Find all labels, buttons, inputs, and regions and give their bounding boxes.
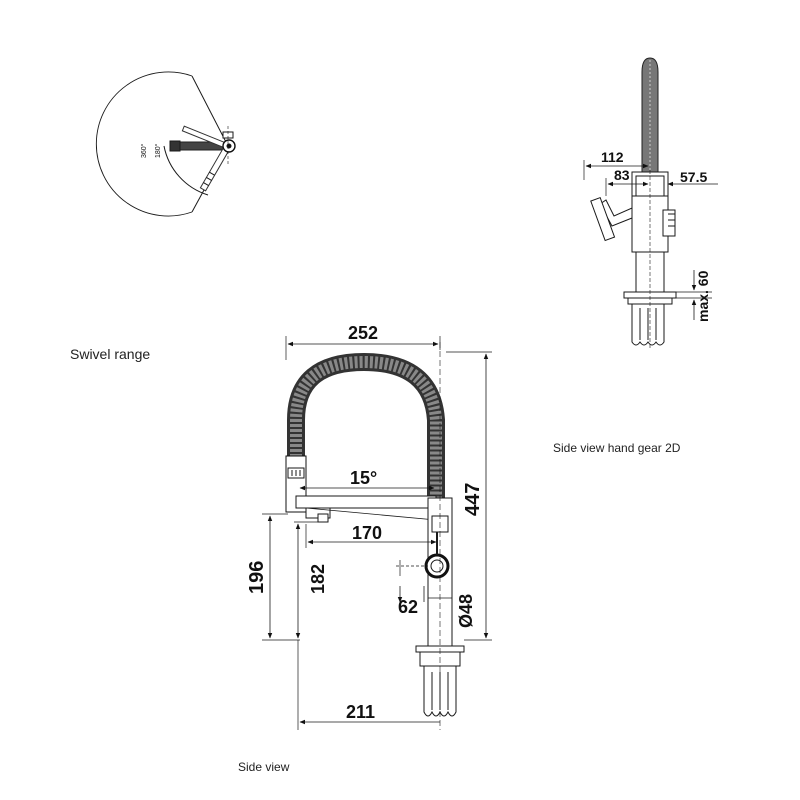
side-view-diagram bbox=[262, 336, 492, 730]
dim-diameter-48: Ø48 bbox=[456, 594, 476, 628]
dim-max-60: max. 60 bbox=[695, 270, 711, 322]
swivel-arc-180 bbox=[163, 145, 209, 196]
dim-15-degree: 15° bbox=[350, 468, 377, 488]
dim-112: 112 bbox=[601, 149, 624, 165]
dim-170: 170 bbox=[352, 523, 382, 543]
swivel-range-diagram bbox=[95, 71, 236, 217]
dim-252: 252 bbox=[348, 323, 378, 343]
side-view-hand-gear-label: Side view hand gear 2D bbox=[553, 441, 681, 455]
hand-gear-hose bbox=[641, 57, 659, 173]
dim-211: 211 bbox=[346, 702, 375, 722]
swivel-arc-360 bbox=[95, 71, 193, 217]
dim-83: 83 bbox=[614, 167, 630, 183]
swivel-label-180: 180° bbox=[154, 143, 162, 158]
dim-447: 447 bbox=[462, 483, 484, 516]
spout-arm bbox=[295, 495, 437, 509]
hand-gear-diagram bbox=[583, 57, 718, 350]
side-view-label: Side view bbox=[238, 760, 290, 774]
dim-62: 62 bbox=[398, 597, 418, 617]
swivel-range-label: Swivel range bbox=[70, 346, 151, 362]
swivel-label-360: 360° bbox=[140, 143, 148, 158]
dim-196: 196 bbox=[246, 561, 268, 594]
dim-57-5: 57.5 bbox=[680, 169, 707, 185]
dim-182: 182 bbox=[308, 564, 328, 594]
